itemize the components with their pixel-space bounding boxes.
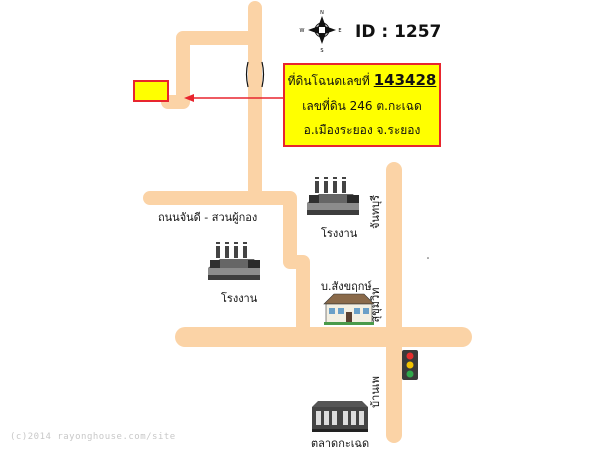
- bridge-icon: [245, 61, 265, 88]
- location-line: อ.เมืองระยอง จ.ระยอง: [303, 123, 421, 137]
- traffic-light-icon: [402, 350, 418, 380]
- road-label-sukhumvit: สุขุมวิท: [369, 288, 382, 323]
- land-plot-marker[interactable]: [133, 80, 169, 102]
- road-label-side-road: ถนนจันดี - สวนผู้กอง: [158, 211, 258, 224]
- factory-1-icon[interactable]: [307, 177, 359, 215]
- parcel-line: เลขที่ดิน 246 ต.กะเฉด: [302, 99, 422, 113]
- house-icon[interactable]: [323, 293, 375, 325]
- deed-number: 143428: [373, 71, 437, 89]
- house-label: บ.สังขฤกษ์: [321, 280, 372, 293]
- deed-info-box: ที่ดินโฉนดเลขที่143428 เลขที่ดิน 246 ต.ก…: [283, 63, 441, 147]
- compass-north-label: N: [320, 10, 324, 16]
- map-dot: [427, 257, 429, 259]
- copyright-text: (c)2014 rayonghouse.com/site: [10, 432, 176, 442]
- side-road: [143, 191, 310, 344]
- compass-east-label: E: [338, 28, 341, 34]
- market-label: ตลาดกะเฉด: [311, 437, 370, 450]
- listing-id: ID : 1257: [355, 22, 442, 42]
- factory-2-icon[interactable]: [208, 242, 260, 280]
- road-label-upper-main: จันทบุรี: [369, 195, 382, 229]
- factory-1-label: โรงงาน: [321, 227, 358, 240]
- compass-icon: N S E W: [300, 10, 342, 54]
- pointer-arrow-icon: [184, 94, 283, 102]
- deed-prefix: ที่ดินโฉนดเลขที่: [287, 74, 370, 88]
- deed-line: ที่ดินโฉนดเลขที่143428: [285, 71, 439, 91]
- access-road: [161, 1, 262, 109]
- compass-west-label: W: [300, 28, 305, 34]
- road-network: [143, 1, 472, 443]
- market-icon[interactable]: [312, 401, 368, 432]
- compass-south-label: S: [320, 48, 323, 54]
- factory-2-label: โรงงาน: [221, 292, 258, 305]
- road-label-lower-main: บ้านเพ: [369, 376, 382, 408]
